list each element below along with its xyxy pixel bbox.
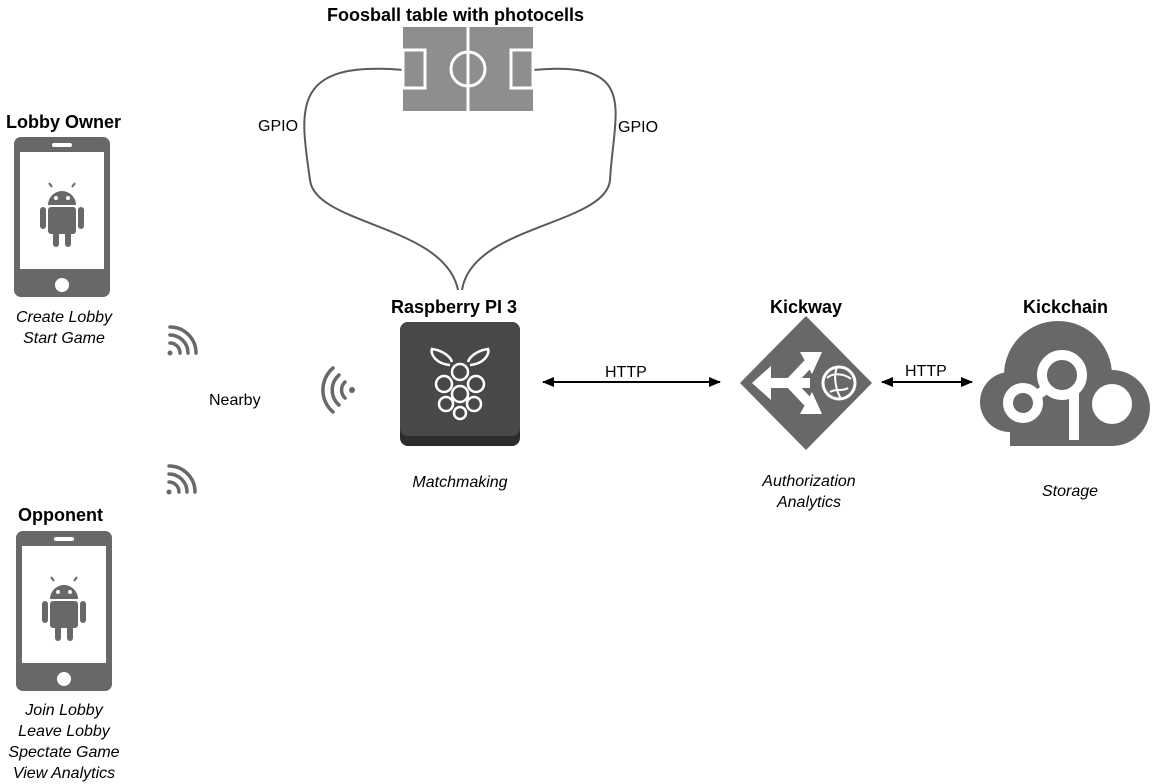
kickway-role: Analytics — [776, 494, 842, 511]
opponent-action: Leave Lobby — [18, 723, 110, 740]
wifi-signal-icon — [166, 464, 197, 495]
wifi-signal-icon — [321, 366, 355, 414]
opponent-actions: Join Lobby Leave Lobby Spectate Game Vie… — [0, 700, 128, 784]
lobby-owner-action: Start Game — [23, 330, 105, 347]
api-gateway-icon — [740, 316, 872, 450]
nearby-label: Nearby — [209, 392, 261, 409]
lobby-owner-title: Lobby Owner — [6, 112, 122, 132]
opponent-action: View Analytics — [12, 765, 116, 782]
raspberry-role: Matchmaking — [412, 474, 508, 491]
kickchain-role: Storage — [1041, 483, 1099, 500]
http-label-kickway-kickchain: HTTP — [905, 363, 947, 380]
opponent-action: Join Lobby — [25, 702, 103, 719]
gpio-wire-left — [303, 67, 459, 291]
foosball-title: Foosball table with photocells — [327, 5, 585, 25]
raspberry-pi-icon — [400, 322, 520, 446]
kickchain-title: Kickchain — [1023, 297, 1109, 317]
opponent-action: Spectate Game — [8, 744, 120, 761]
gpio-wire-right — [461, 67, 617, 291]
gpio-label-left: GPIO — [258, 118, 299, 135]
cloud-storage-icon — [980, 321, 1150, 446]
kickway-title: Kickway — [770, 297, 843, 317]
kickway-roles: Authorization Analytics — [749, 471, 869, 513]
raspberry-title: Raspberry PI 3 — [391, 297, 518, 317]
gpio-label-right: GPIO — [618, 119, 659, 136]
http-label-pi-kickway: HTTP — [605, 364, 647, 381]
opponent-title: Opponent — [18, 505, 103, 525]
lobby-owner-actions: Create Lobby Start Game — [0, 307, 128, 349]
lobby-owner-action: Create Lobby — [15, 309, 113, 326]
wifi-signal-icon — [167, 325, 198, 356]
foosball-field-icon — [401, 27, 535, 111]
android-phone-icon — [16, 531, 112, 691]
kickway-role: Authorization — [762, 473, 856, 490]
android-phone-icon — [14, 137, 110, 297]
